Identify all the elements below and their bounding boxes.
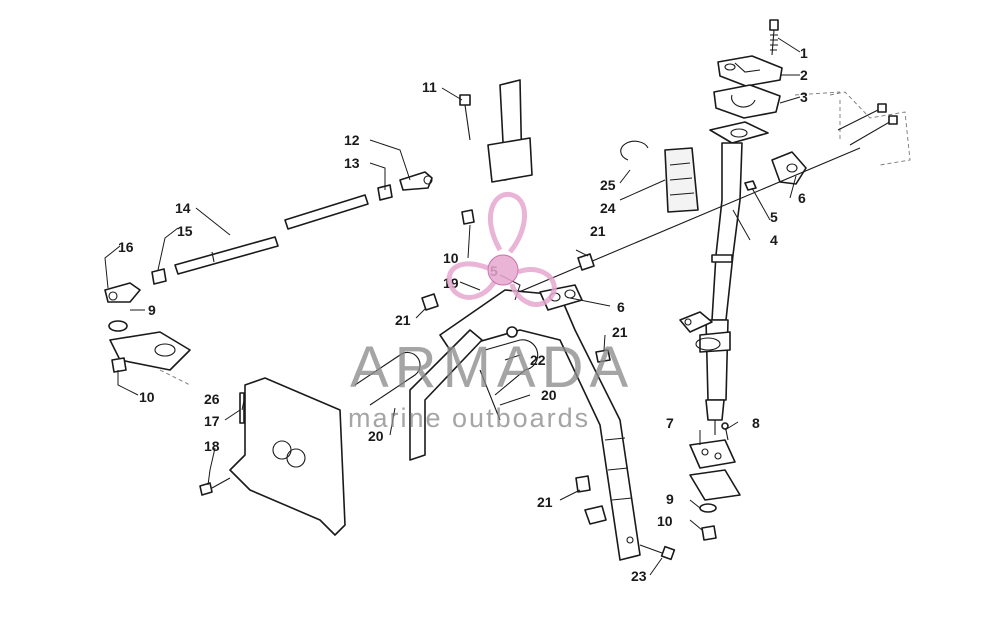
- nut-10-left: [111, 357, 127, 373]
- callout-20-right: 20: [541, 387, 557, 403]
- steering-post-4: [679, 121, 769, 435]
- steering-frame: [409, 79, 641, 561]
- callout-6-centre: 6: [617, 299, 625, 315]
- callout-8: 8: [752, 415, 760, 431]
- fitting-21-a: [577, 253, 595, 271]
- callout-20-left: 20: [368, 428, 384, 444]
- nut-5-right: [744, 180, 757, 191]
- propeller-logo: [446, 191, 557, 308]
- washer-9-left: [108, 320, 128, 332]
- u-bolt-20-left: [354, 351, 421, 406]
- callout-2: 2: [800, 67, 808, 83]
- pitman-arm: [109, 331, 191, 386]
- callout-11: 11: [422, 79, 437, 95]
- callout-14: 14: [175, 200, 191, 216]
- callout-21-b: 21: [395, 312, 411, 328]
- long-bolts: [837, 103, 898, 146]
- lower-plate: [689, 469, 741, 501]
- screw-18: [199, 477, 231, 496]
- callout-16: 16: [118, 239, 134, 255]
- tie-rod-end-16: [104, 282, 141, 303]
- callout-1: 1: [800, 45, 808, 61]
- callouts: 1 2 3 4 5 5 6 6 7 8 9 9 10 10 10 11 12 1…: [118, 45, 808, 584]
- shield-plate-17: [229, 377, 346, 536]
- leader-lines: [104, 37, 801, 576]
- bracket-6-right: [771, 151, 807, 185]
- bracket-6-centre: [539, 284, 583, 311]
- tie-rod-end-12: [399, 171, 433, 191]
- propeller-hub: [487, 254, 519, 286]
- callout-3: 3: [800, 89, 808, 105]
- tie-rod-14: [174, 194, 369, 275]
- callout-5-right: 5: [770, 209, 778, 225]
- bolt-11: [459, 94, 471, 141]
- propeller-blade-top: [488, 191, 527, 254]
- callout-25: 25: [600, 177, 616, 193]
- frame-reference-outline: [794, 91, 911, 166]
- fitting-21-c: [595, 349, 611, 363]
- callout-22: 22: [530, 352, 546, 368]
- callout-17: 17: [204, 413, 220, 429]
- callout-7: 7: [666, 415, 674, 431]
- callout-4: 4: [770, 232, 778, 248]
- callout-10-left: 10: [139, 389, 155, 405]
- callout-9-left: 9: [148, 302, 156, 318]
- clip-25: [620, 140, 649, 161]
- fitting-8: [721, 422, 729, 441]
- armada-watermark: ARMADA marine outboards: [348, 191, 634, 433]
- callout-23: 23: [631, 568, 647, 584]
- clamp-upper-2: [717, 55, 783, 87]
- cable-line: [499, 147, 861, 301]
- u-bolt-20-right: [479, 339, 539, 421]
- callout-15: 15: [177, 223, 193, 239]
- callout-6-right: 6: [798, 190, 806, 206]
- callout-21-d: 21: [537, 494, 553, 510]
- callout-26: 26: [204, 391, 220, 407]
- callout-10-upper: 10: [443, 250, 459, 266]
- propeller-blade-right: [509, 267, 557, 308]
- washer-9-right: [699, 503, 717, 513]
- nut-10-upper: [461, 209, 475, 225]
- bolt-23: [639, 544, 676, 561]
- fitting-21-b: [421, 293, 439, 311]
- watermark-tagline: marine outboards: [348, 403, 590, 433]
- pad-24: [664, 147, 699, 213]
- callout-21-a: 21: [590, 223, 606, 239]
- callout-10-right: 10: [657, 513, 673, 529]
- watermark-brand: ARMADA: [350, 335, 634, 400]
- callout-12: 12: [344, 132, 360, 148]
- clamp-lower-3: [713, 84, 781, 119]
- propeller-blade-left: [446, 261, 498, 300]
- callout-13: 13: [344, 155, 360, 171]
- fitting-21-d: [575, 475, 607, 525]
- callout-21-c: 21: [612, 324, 628, 340]
- jam-nut-13: [377, 184, 393, 201]
- callout-24: 24: [600, 200, 616, 216]
- nut-22: [506, 326, 518, 338]
- pivot-bracket-7: [689, 439, 736, 469]
- bolt-1: [769, 19, 779, 56]
- nut-10-right: [701, 525, 717, 541]
- callout-9-right: 9: [666, 491, 674, 507]
- callout-18: 18: [204, 438, 220, 454]
- jam-nut-15: [151, 268, 167, 285]
